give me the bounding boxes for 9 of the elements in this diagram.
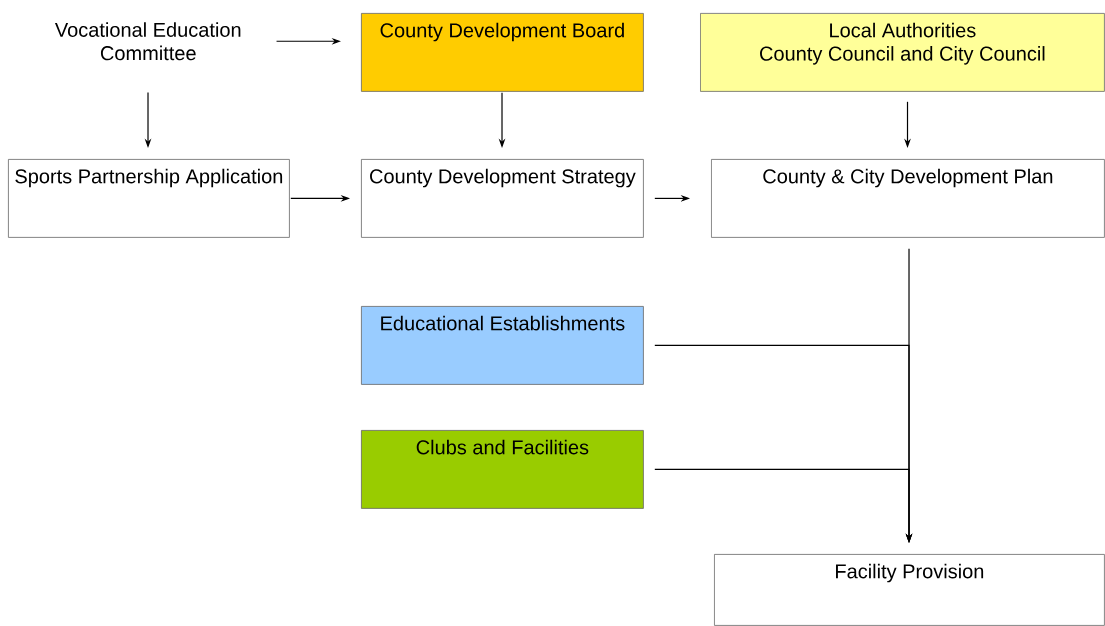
process-box: County Development Board	[361, 13, 644, 92]
process-box: County Development Strategy	[361, 159, 644, 238]
process-box: Facility Provision	[714, 554, 1105, 626]
process-box: Sports Partnership Application	[8, 159, 290, 238]
process-box: County & City Development Plan	[711, 159, 1105, 238]
process-box: Local Authorities County Council and City Council	[700, 13, 1105, 92]
process-box: Educational Establishments	[361, 306, 644, 385]
process-box: Clubs and Facilities	[361, 430, 644, 509]
label-text: Vocational Education Committee	[54, 22, 241, 61]
